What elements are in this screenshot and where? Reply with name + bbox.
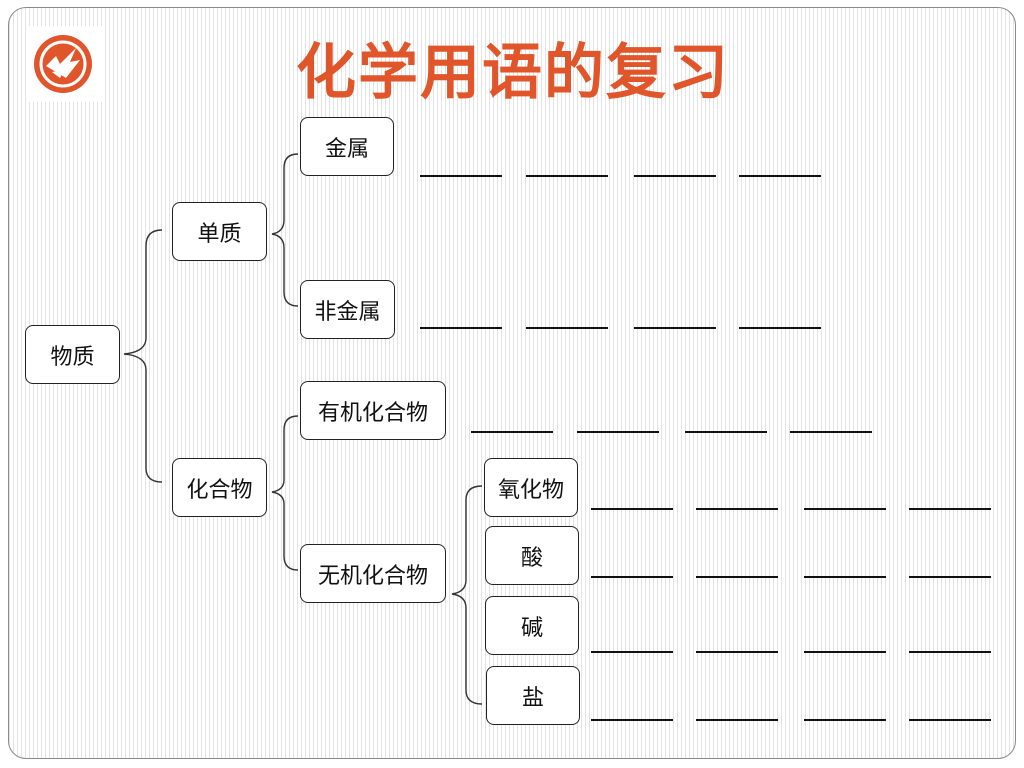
blank-line[interactable] [696, 508, 778, 510]
node-nonmetal: 非金属 [300, 280, 395, 339]
blank-line[interactable] [696, 719, 778, 721]
node-acid: 酸 [485, 526, 579, 585]
blank-line[interactable] [739, 175, 821, 177]
blank-line[interactable] [909, 576, 991, 578]
node-base: 碱 [485, 596, 579, 655]
blank-line[interactable] [471, 431, 553, 433]
blank-line[interactable] [804, 508, 886, 510]
blank-line[interactable] [634, 175, 716, 177]
blank-line[interactable] [804, 576, 886, 578]
page-title: 化学用语的复习 [296, 38, 730, 108]
blank-line[interactable] [577, 431, 659, 433]
blank-line[interactable] [804, 719, 886, 721]
node-metal: 金属 [300, 117, 394, 176]
blank-line[interactable] [634, 327, 716, 329]
blank-line[interactable] [696, 651, 778, 653]
node-simple-substance: 单质 [172, 202, 267, 261]
node-compound: 化合物 [172, 458, 267, 517]
blank-line[interactable] [685, 431, 767, 433]
brace-compound [271, 415, 299, 571]
brace-root [123, 229, 163, 483]
blank-line[interactable] [591, 719, 673, 721]
blank-line[interactable] [909, 719, 991, 721]
node-salt: 盐 [486, 666, 580, 725]
blank-line[interactable] [591, 651, 673, 653]
blank-line[interactable] [591, 576, 673, 578]
slide [8, 7, 1016, 759]
blank-line[interactable] [420, 327, 502, 329]
blank-line[interactable] [591, 508, 673, 510]
blank-line[interactable] [739, 327, 821, 329]
brace-inorganic [451, 485, 483, 705]
blank-line[interactable] [790, 431, 872, 433]
blank-line[interactable] [804, 651, 886, 653]
brace-simple-substance [271, 153, 299, 307]
node-inorganic: 无机化合物 [300, 544, 446, 603]
blank-line[interactable] [526, 327, 608, 329]
eagle-logo-icon [34, 35, 92, 93]
blank-line[interactable] [909, 651, 991, 653]
blank-line[interactable] [909, 508, 991, 510]
node-organic: 有机化合物 [300, 381, 446, 440]
node-root: 物质 [25, 325, 120, 384]
node-oxide: 氧化物 [484, 458, 578, 517]
blank-line[interactable] [420, 175, 502, 177]
blank-line[interactable] [526, 175, 608, 177]
blank-line[interactable] [696, 576, 778, 578]
logo [26, 26, 104, 102]
